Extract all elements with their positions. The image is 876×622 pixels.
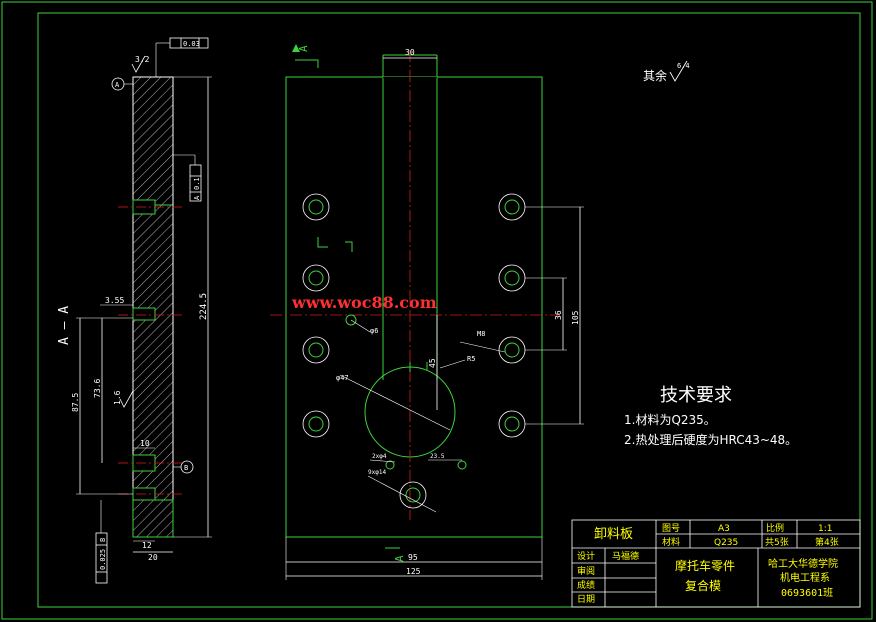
tol-flatness: 0.03 [183,40,200,48]
datum-a-label: A [115,81,120,89]
dim-thread: M8 [477,330,485,338]
tb-date-label: 日期 [577,594,595,605]
dim-top-width: 30 [405,48,415,57]
hole-l4 [302,410,330,438]
dim-left-c: 10 [140,439,150,448]
dim-len-45: 45 [428,358,437,368]
view-arrow-top-label: A [297,45,310,52]
hole-l1 [302,193,330,221]
tb-grade-label: 成绩 [577,579,595,591]
tol-position: 0.025 [99,549,107,570]
tb-school-1: 哈工大华德学院 [768,557,838,570]
hole-l3 [302,336,330,364]
tech-req-item-2: 2.热处理后硬度为HRC43~48。 [624,432,797,447]
tb-reviewer-label: 审阅 [577,565,595,577]
dim-left-a: 87.5 [71,393,80,412]
tb-drawing-no-value: A3 [718,524,730,534]
section-slot-mid [132,307,156,321]
tb-scale-value: 1:1 [818,524,832,534]
dim-23-5: 23.5 [430,453,445,460]
dim-left-width: 20 [148,553,158,562]
dim-right-36: 36 [554,310,563,320]
dim-left-slot: 3.55 [105,296,124,305]
finish-other-label: 其余 [643,68,667,83]
finish-other-value: 6.4 [677,62,690,70]
tb-sheets-total: 共5张 [765,537,789,548]
watermark: www.woc88.com [291,293,437,312]
tb-school-3: 0693601班 [781,587,833,599]
hole-r3 [498,336,526,364]
datum-b-label: B [184,464,188,472]
tb-assembly-1: 摩托车零件 [675,558,735,573]
tb-sheet-no: 第4张 [815,536,839,548]
tb-assembly-2: 复合模 [685,578,721,593]
technical-requirements: 技术要求 1.材料为Q235。 2.热处理后硬度为HRC43~48。 [624,385,797,447]
section-view: 224.5 20 12 3.55 87.5 73.6 10 3.2 1.6 0.… [57,37,212,584]
hole-r1 [498,193,526,221]
hole-r4 [498,410,526,438]
dim-dia-small: φ6 [370,327,378,335]
dim-hole-9x14: 9xφ14 [368,469,386,476]
title-block-text: 卸料板 图号 A3 比例 1:1 材料 Q235 共5张 第4张 设计 马福德 … [577,522,839,605]
title-block [571,519,861,608]
tol-parallel-datum: A [193,195,201,200]
inner-frame [37,12,861,608]
tb-material-label: 材料 [662,536,680,548]
dim-bottom-95: 95 [408,553,418,562]
dim-hole-2x4: 2xφ4 [372,453,387,460]
dim-bottom-125: 125 [406,567,421,576]
tech-req-item-1: 1.材料为Q235。 [624,413,716,427]
tech-req-title: 技术要求 [660,385,732,406]
dim-left-step: 12 [142,541,152,550]
hole-bottom [399,481,427,509]
hole-r2 [498,264,526,292]
pin-hole-a [385,460,395,470]
tb-part-name: 卸料板 [594,526,633,542]
tb-designer-label: 设计 [577,550,595,562]
dim-dia-large: φ47 [336,374,349,382]
plan-view: A A 30 95 125 105 36 45 φ47 φ6 R5 M8 2xφ… [270,44,584,580]
tb-scale-label: 比例 [766,522,784,534]
pin-hole-left [345,314,357,326]
hole-l2 [302,264,330,292]
view-arrow-bottom-label: A [393,555,406,562]
dim-rad: R5 [467,355,475,363]
finish-mid: 1.6 [113,390,122,405]
dim-right-105: 105 [571,310,580,325]
dim-left-b: 73.6 [93,379,102,398]
tol-parallel: 0.1 [193,177,201,190]
surface-finish-other: 其余 6.4 [643,60,690,83]
tb-designer-name: 马福德 [612,550,639,562]
section-marker-label: A — A [57,306,72,345]
pin-hole-b [457,460,467,470]
finish-top: 3.2 [135,55,150,64]
dim-left-total: 224.5 [199,293,209,320]
tb-drawing-no-label: 图号 [662,523,680,534]
tb-material-value: Q235 [714,538,738,548]
tb-school-2: 机电工程系 [780,571,830,584]
tol-position-datum: B [99,538,107,542]
